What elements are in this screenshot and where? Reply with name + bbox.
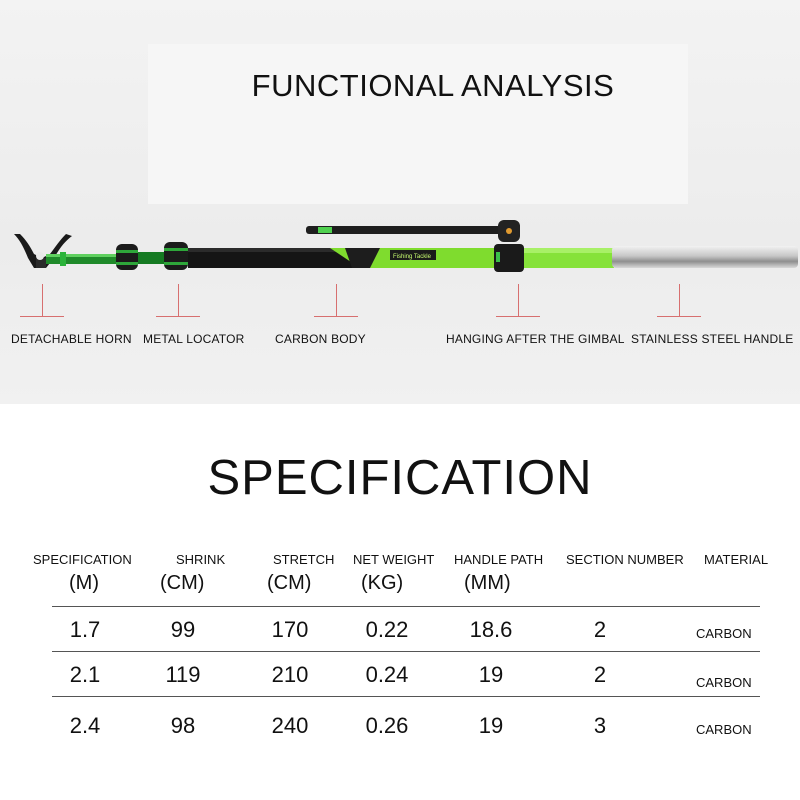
- label-carbon-body: CARBON BODY: [275, 332, 366, 346]
- pointer-base-carbon: [314, 316, 358, 317]
- horn-part: [14, 234, 72, 268]
- table-cell: 19: [478, 713, 504, 738]
- pointer-base-gimbal: [496, 316, 540, 317]
- table-cell: 99: [170, 617, 196, 642]
- header-section-number: SECTION NUMBER: [566, 552, 684, 567]
- header-specification: SPECIFICATION: [33, 552, 132, 567]
- table-cell: 19: [478, 662, 504, 687]
- table-cell: 2: [593, 662, 607, 687]
- functional-analysis-panel: FUNCTIONAL ANALYSIS Fishing Tackle: [0, 0, 800, 404]
- functional-analysis-title: FUNCTIONAL ANALYSIS: [251, 68, 615, 103]
- table-cell: 2.4: [69, 713, 101, 738]
- table-rule-2: [52, 651, 760, 652]
- label-metal-locator: METAL LOCATOR: [143, 332, 245, 346]
- unit-m: (M): [69, 572, 99, 594]
- unit-cm-shrink: (CM): [160, 572, 205, 594]
- rod-holder-image: Fishing Tackle: [14, 220, 798, 272]
- label-hanging-gimbal: HANGING AFTER THE GIMBAL: [446, 332, 625, 346]
- label-steel-handle: STAINLESS STEEL HANDLE: [631, 332, 794, 346]
- title-card: [148, 44, 688, 204]
- table-cell: 2: [593, 617, 607, 642]
- label-detachable-horn: DETACHABLE HORN: [11, 332, 132, 346]
- pointer-horn: [42, 284, 43, 316]
- table-cell: 1.7: [69, 617, 101, 642]
- pointer-locator: [178, 284, 179, 316]
- table-cell: 98: [170, 713, 196, 738]
- specification-title: SPECIFICATION: [207, 451, 593, 505]
- svg-text:Fishing Tackle: Fishing Tackle: [393, 254, 432, 260]
- pointer-base-horn: [20, 316, 64, 317]
- table-cell: 18.6: [469, 617, 513, 642]
- unit-cm-stretch: (CM): [267, 572, 312, 594]
- table-cell: 0.22: [365, 617, 409, 642]
- table-cell: CARBON: [696, 626, 752, 641]
- pointer-gimbal: [518, 284, 519, 316]
- table-rule-3: [52, 696, 760, 697]
- table-cell: CARBON: [696, 722, 752, 737]
- unit-mm: (MM): [464, 572, 511, 594]
- header-stretch: STRETCH: [273, 552, 335, 567]
- table-cell: 2.1: [69, 662, 101, 687]
- table-rule-1: [52, 606, 760, 607]
- table-cell: CARBON: [696, 675, 752, 690]
- header-net-weight: NET WEIGHT: [353, 552, 435, 567]
- table-cell: 210: [271, 662, 309, 687]
- header-handle-path: HANDLE PATH: [454, 552, 544, 567]
- table-cell: 0.26: [365, 713, 409, 738]
- table-cell: 170: [271, 617, 309, 642]
- unit-kg: (KG): [361, 572, 404, 594]
- table-cell: 240: [271, 713, 309, 738]
- header-material: MATERIAL: [704, 552, 769, 567]
- pointer-base-handle: [657, 316, 701, 317]
- table-cell: 0.24: [365, 662, 409, 687]
- pointer-carbon: [336, 284, 337, 316]
- header-shrink: SHRINK: [176, 552, 226, 567]
- table-cell: 119: [165, 662, 201, 687]
- pointer-handle: [679, 284, 680, 316]
- table-cell: 3: [593, 713, 607, 738]
- pointer-base-locator: [156, 316, 200, 317]
